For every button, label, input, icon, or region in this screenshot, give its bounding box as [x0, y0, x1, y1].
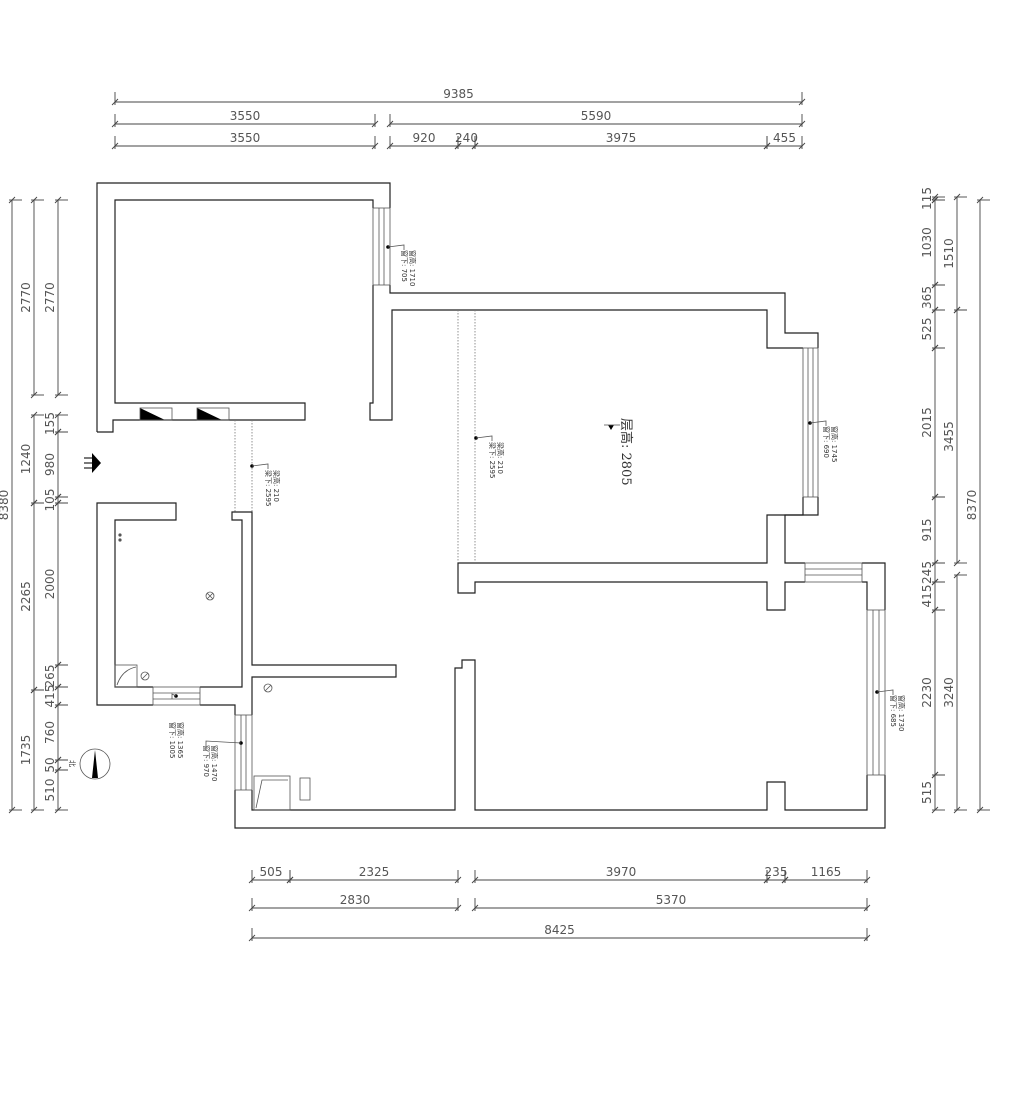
- dimension-label: 915: [920, 519, 934, 542]
- window-note: 窗高: 1745: [830, 426, 839, 462]
- dimension-label: 155: [43, 412, 57, 435]
- dimension-label: 8425: [544, 923, 575, 937]
- dimension-label: 455: [773, 131, 796, 145]
- beams: [234, 310, 476, 563]
- dimension-label: 3240: [942, 677, 956, 708]
- beam-note: 梁下: 2595: [264, 470, 273, 506]
- dimension-label: 5590: [581, 109, 612, 123]
- drain-icon: [263, 683, 273, 693]
- door-marker-icon: [140, 408, 165, 420]
- ceiling-height-marker: 层高: 2805: [604, 418, 634, 486]
- walls: [96, 182, 886, 829]
- dimension-label: 1510: [942, 238, 956, 269]
- dimension-label: 980: [43, 453, 57, 476]
- dimension-label: 2830: [340, 893, 371, 907]
- dimension-label: 2770: [43, 282, 57, 313]
- dimension-label: 510: [43, 779, 57, 802]
- cabinet-icon: [114, 664, 138, 688]
- drain-icon: [140, 671, 150, 681]
- dimension-label: 8370: [965, 490, 979, 521]
- dimension-label: 760: [43, 721, 57, 744]
- dimension-label: 505: [260, 865, 283, 879]
- beam-note: 梁下: 2595: [488, 442, 497, 478]
- dimension-label: 415: [920, 585, 934, 608]
- dimension-label: 365: [920, 286, 934, 309]
- window-note: 窗下: 970: [202, 745, 211, 777]
- window-note: 窗下: 690: [822, 426, 831, 458]
- dimension-label: 2000: [43, 569, 57, 600]
- dimension-label: 240: [455, 131, 478, 145]
- dimension-label: 2770: [19, 282, 33, 313]
- dimension-label: 1030: [920, 227, 934, 258]
- dimension-label: 2015: [920, 407, 934, 438]
- dimension-label: 9385: [443, 87, 474, 101]
- dimension-label: 2325: [359, 865, 390, 879]
- north-compass-icon: [79, 748, 111, 780]
- dimension-label: 515: [920, 781, 934, 804]
- dimension-label: 1165: [811, 865, 842, 879]
- dimension-label: 1240: [19, 444, 33, 475]
- window-note: 窗下: 705: [400, 250, 409, 282]
- windows: [152, 207, 886, 791]
- dimension-label: 3975: [606, 131, 637, 145]
- dimension-label: 2230: [920, 677, 934, 708]
- ceiling-light-icon: [205, 591, 215, 601]
- dimension-label: 525: [920, 318, 934, 341]
- fixtures: 北: [68, 407, 311, 811]
- dimension-label: 920: [413, 131, 436, 145]
- toilet-icon: [299, 777, 311, 801]
- dimension-label: 235: [765, 865, 788, 879]
- dimension-label: 3550: [230, 109, 261, 123]
- dimension-label: 50: [43, 757, 57, 772]
- window-note: 窗高: 1365: [176, 722, 185, 758]
- north-label: 北: [68, 760, 76, 767]
- door-marker-icon: [197, 408, 222, 420]
- dimension-label: 245: [920, 561, 934, 584]
- dimension-label: 3455: [942, 421, 956, 452]
- dimension-label: 265: [43, 665, 57, 688]
- dimension-label: 1735: [19, 735, 33, 766]
- dimension-label: 415: [43, 685, 57, 708]
- dimension-label: 5370: [656, 893, 687, 907]
- window-note: 窗下: 685: [889, 695, 898, 727]
- dimension-lines: 9385 3550 5590 3550 920 240 3975 455 505 2325 3970…: [0, 87, 990, 942]
- dimension-label: 115: [920, 187, 934, 210]
- dimension-label: 3550: [230, 131, 261, 145]
- dimension-label: 105: [43, 489, 57, 512]
- window-note: 窗高: 1710: [408, 250, 417, 286]
- shower-icon: [253, 775, 291, 811]
- window-note: 窗下: 1005: [168, 722, 177, 758]
- entry-arrow-icon: [84, 453, 101, 473]
- dimension-label: 2265: [19, 581, 33, 612]
- dimension-label: 8380: [0, 490, 11, 521]
- beam-note: 梁高: 210: [496, 442, 505, 474]
- burner-icon: [118, 533, 122, 537]
- dimension-label: 3970: [606, 865, 637, 879]
- ceiling-height-label: 层高: 2805: [618, 418, 634, 486]
- window-note: 窗高: 1730: [897, 695, 906, 731]
- window-note: 窗高: 1470: [210, 745, 219, 781]
- beam-note: 梁高: 210: [272, 470, 281, 502]
